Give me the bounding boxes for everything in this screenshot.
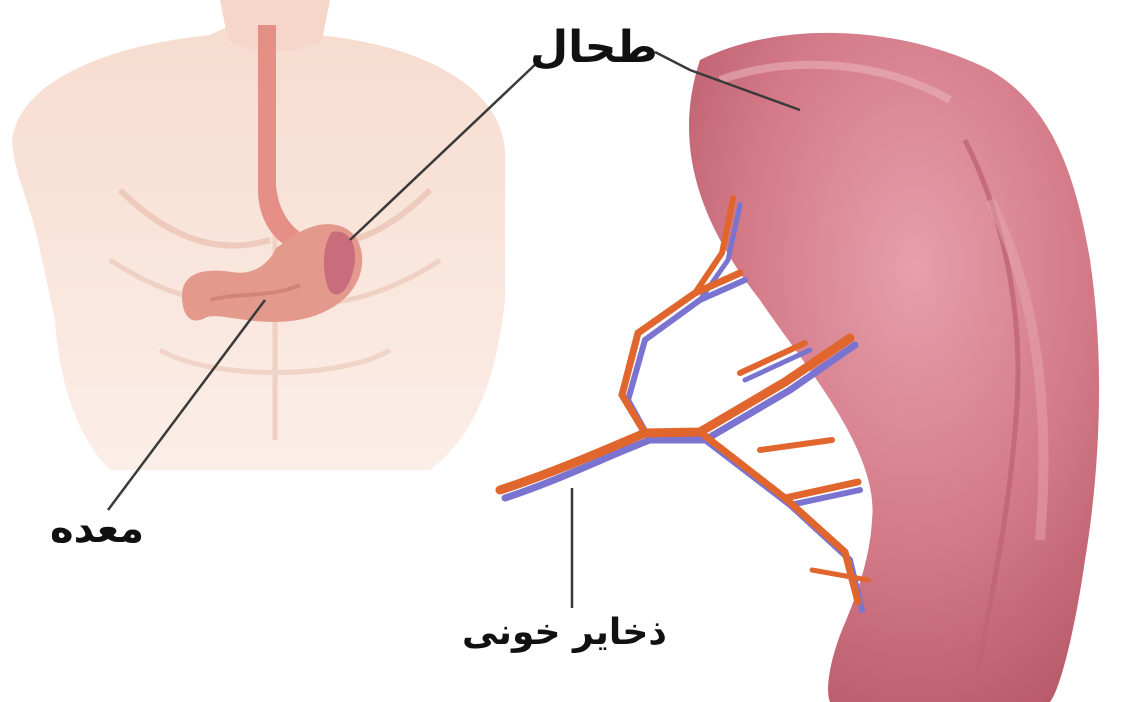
label-spleen: طحال [530,22,658,73]
label-blood-reserves: ذخایر خونی [462,612,667,653]
label-stomach: معده [50,506,144,552]
